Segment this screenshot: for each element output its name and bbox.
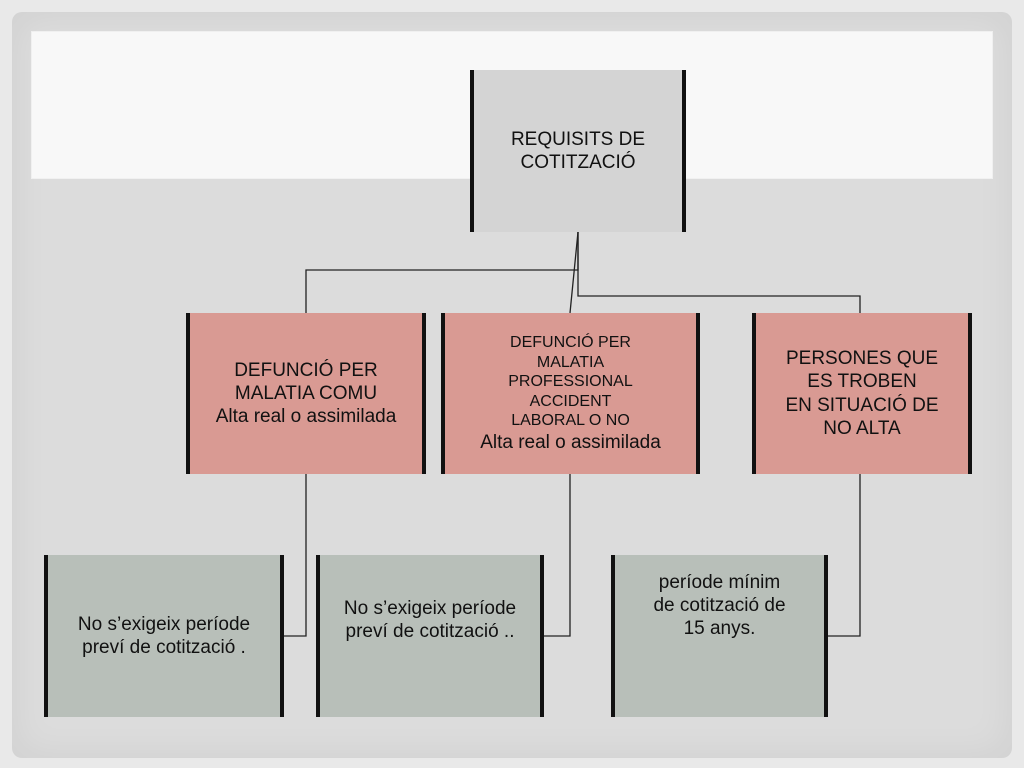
branch-3-line-1: PERSONES QUE	[785, 348, 939, 370]
branch-3-line-3: EN SITUACIÓ DE	[785, 394, 939, 416]
connector-root-to-branch-3	[577, 232, 861, 313]
root-box: REQUISITS DE COTITZACIÓ	[470, 70, 686, 232]
branch-box-1: DEFUNCIÓ PER MALATIA COMU Alta real o as…	[186, 313, 426, 474]
connector-root-to-branch-2	[569, 231, 579, 314]
branch-1-line-1: DEFUNCIÓ PER	[234, 359, 378, 381]
requirement-box-3: període mínim de cotització de 15 anys.	[611, 555, 828, 717]
branch-2-line-6: Alta real o assimilada	[480, 431, 661, 453]
connector-root-to-branch-1	[305, 232, 579, 313]
root-line-1: REQUISITS DE	[510, 128, 646, 150]
requirement-3-line-2: de cotització de	[653, 595, 786, 617]
branch-1-line-3: Alta real o assimilada	[215, 406, 397, 428]
requirement-2-line-1: No s’exigeix període	[343, 598, 517, 619]
requirement-box-1: No s’exigeix període preví de cotització…	[44, 555, 284, 717]
connector-branch-3-to-req-3	[828, 474, 861, 637]
connector-branch-1-to-req-1	[284, 474, 307, 637]
requirement-3-line-1: període mínim	[658, 572, 781, 593]
requirement-3-line-3: 15 anys.	[683, 618, 756, 640]
requirement-box-2: No s’exigeix període preví de cotització…	[316, 555, 544, 717]
branch-2-line-2: MALATIA	[536, 353, 605, 371]
connector-branch-2-to-req-2	[544, 474, 571, 637]
branch-1-line-2: MALATIA COMU	[234, 382, 378, 404]
branch-3-line-4: NO ALTA	[823, 417, 901, 439]
requirement-1-line-1: No s’exigeix període	[77, 613, 251, 635]
requirement-2-line-2: preví de cotització ..	[345, 621, 515, 643]
root-line-2: COTITZACIÓ	[520, 152, 636, 173]
requirement-1-line-2: preví de cotització .	[82, 637, 246, 658]
branch-2-line-1: DEFUNCIÓ PER	[510, 334, 631, 352]
branch-2-line-5: LABORAL O NO	[511, 412, 630, 430]
branch-2-line-4: ACCIDENT	[529, 392, 612, 410]
branch-box-2: DEFUNCIÓ PER MALATIA PROFESSIONAL ACCIDE…	[441, 313, 700, 474]
branch-2-line-3: PROFESSIONAL	[508, 373, 633, 391]
branch-3-line-2: ES TROBEN	[807, 371, 917, 393]
branch-box-3: PERSONES QUE ES TROBEN EN SITUACIÓ DE NO…	[752, 313, 972, 474]
